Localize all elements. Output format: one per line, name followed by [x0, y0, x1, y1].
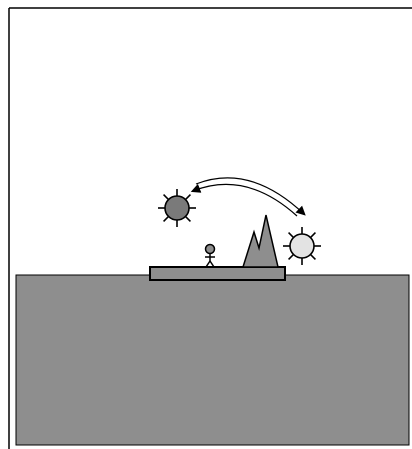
- double-arc-arrow: [193, 178, 304, 216]
- sun-ray: [185, 216, 190, 221]
- sun-disc: [165, 196, 189, 220]
- light-sun-icon: [283, 227, 321, 265]
- sun-ray: [164, 195, 169, 200]
- arc-arrow-inner: [193, 184, 297, 216]
- ground: [16, 275, 409, 445]
- sun-disc: [290, 234, 314, 258]
- person-icon: [205, 245, 215, 268]
- dark-sun-icon: [158, 189, 196, 227]
- sun-ray: [289, 233, 294, 238]
- sun-ray: [185, 195, 190, 200]
- sun-ray: [164, 216, 169, 221]
- platform: [150, 267, 285, 280]
- sun-ray: [289, 254, 294, 259]
- mountain-icon: [243, 215, 278, 267]
- sun-ray: [310, 233, 315, 238]
- sun-ray: [310, 254, 315, 259]
